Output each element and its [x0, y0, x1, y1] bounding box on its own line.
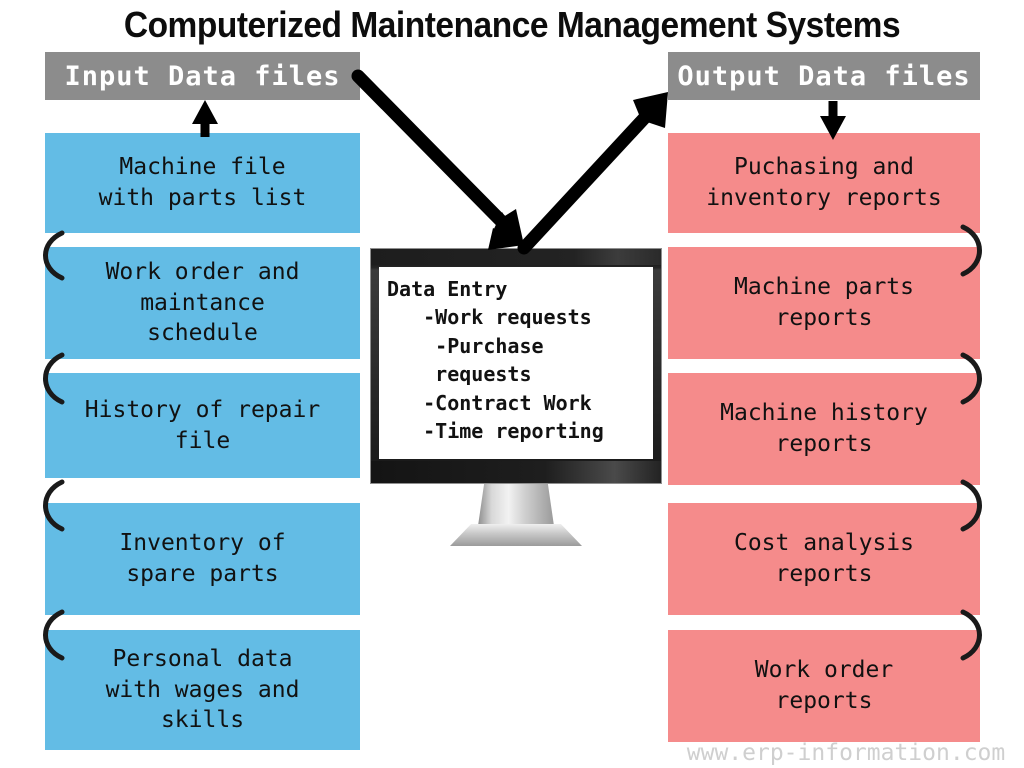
- watermark: www.erp-information.com: [686, 740, 1006, 766]
- monitor-screen: Data Entry -Work requests -Purchase requ…: [379, 267, 653, 459]
- input-file-box-5: Personal data with wages and skills: [45, 630, 360, 750]
- output-file-box-5: Work order reports: [668, 630, 980, 742]
- input-file-box-2: Work order and maintance schedule: [45, 247, 360, 359]
- arrow-computer-to-output-icon: [517, 92, 668, 255]
- page-title: Computerized Maintenance Management Syst…: [123, 4, 901, 45]
- output-file-box-4: Cost analysis reports: [668, 503, 980, 615]
- input-data-files-header: Input Data files: [45, 52, 360, 100]
- monitor-top-bar: [371, 249, 661, 265]
- output-file-box-2: Machine parts reports: [668, 247, 980, 359]
- monitor-stand-neck: [478, 484, 554, 526]
- output-file-box-1: Puchasing and inventory reports: [668, 133, 980, 233]
- data-entry-screen-text: Data Entry -Work requests -Purchase requ…: [387, 277, 604, 443]
- monitor-stand-base: [450, 524, 582, 546]
- arrow-input-to-computer-icon: [351, 69, 524, 250]
- output-data-files-header: Output Data files: [668, 52, 980, 100]
- arrow-up-icon: [192, 100, 218, 137]
- monitor-bezel: Data Entry -Work requests -Purchase requ…: [370, 248, 662, 484]
- input-file-box-4: Inventory of spare parts: [45, 503, 360, 615]
- input-file-box-3: History of repair file: [45, 373, 360, 478]
- computer-monitor: Data Entry -Work requests -Purchase requ…: [370, 248, 662, 548]
- monitor-bottom-bar: [371, 461, 661, 483]
- input-file-box-1: Machine file with parts list: [45, 133, 360, 233]
- output-file-box-3: Machine history reports: [668, 373, 980, 485]
